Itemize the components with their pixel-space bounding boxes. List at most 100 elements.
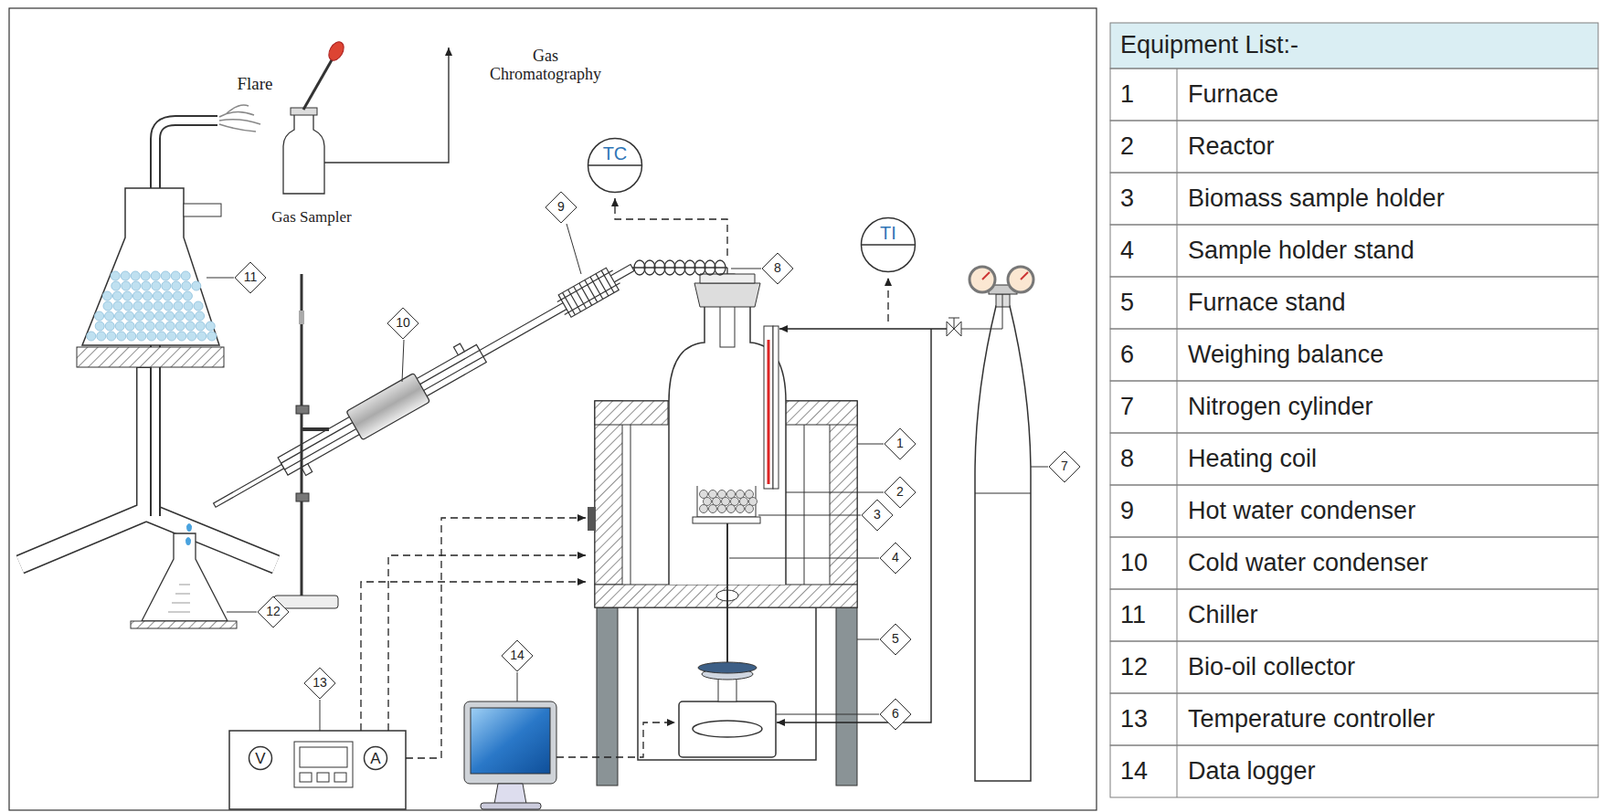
chiller-ice [172, 291, 182, 301]
biomass-pellet [736, 505, 745, 514]
table-row [1110, 433, 1599, 486]
chiller-ice [173, 301, 183, 311]
gas-chromatography-label: Gas Chromatography [486, 47, 605, 85]
temperature-indicator: TC [586, 137, 644, 194]
table-row [1110, 224, 1599, 277]
chiller-ice [143, 301, 153, 311]
coil-turn [674, 260, 686, 276]
chiller-ice [122, 291, 132, 301]
chiller-ice [133, 301, 143, 311]
coil-turn [684, 260, 696, 276]
table-number: 9 [1120, 497, 1134, 525]
table-item: Sample holder stand [1187, 237, 1415, 265]
instrument-bar [861, 243, 916, 245]
table-row [1110, 641, 1599, 694]
callout-number: 6 [891, 706, 900, 721]
table-item: Heating coil [1187, 445, 1317, 473]
table-number: 12 [1120, 654, 1148, 682]
chiller-ice [110, 271, 120, 281]
table-row [1110, 276, 1599, 329]
table-item: Biomass sample holder [1187, 184, 1445, 212]
chiller-ice [165, 311, 175, 321]
biomass-pellet [745, 505, 754, 514]
chiller-ice [205, 321, 215, 331]
table-item: Furnace [1187, 80, 1279, 108]
callout-diamonds [234, 191, 1081, 731]
gas-chromatography-label: Gas Chromatography [489, 46, 602, 84]
leader-lines [206, 223, 1049, 732]
callout-diamond [257, 596, 289, 628]
chiller-ice [111, 281, 121, 291]
chiller-ice [137, 331, 147, 341]
table-item: Sample holder stand [1187, 236, 1415, 265]
callout-diamond [387, 307, 419, 340]
callout-number: 3 [873, 508, 881, 522]
retort-stand [274, 274, 339, 609]
callout-diamond [884, 428, 916, 460]
biomass-pellet [727, 505, 736, 514]
table-row [1110, 693, 1599, 746]
chiller-ice [115, 311, 125, 321]
biomass-pellet [699, 505, 709, 514]
callout-number: 1 [896, 436, 904, 451]
table-row [1110, 745, 1599, 798]
chiller-ice [157, 331, 167, 341]
table-row [1110, 381, 1599, 434]
chiller-ice [115, 321, 125, 331]
chiller-ice [142, 291, 152, 301]
callout-number: 8 [773, 260, 782, 276]
chiller-ice [141, 281, 151, 291]
callout-diamond [234, 262, 266, 294]
chiller-ice [113, 301, 123, 311]
chiller-ice [125, 321, 135, 331]
table-number: 5 [1120, 289, 1134, 318]
table-item: Reactor [1187, 132, 1275, 160]
chiller-stand [20, 120, 276, 565]
signal-lines [360, 198, 889, 759]
table-number: 3 [1120, 185, 1134, 213]
table-item: Furnace stand [1187, 288, 1346, 317]
chiller-ice [180, 271, 191, 281]
table-item: Chiller [1187, 602, 1259, 630]
callout-diamond [545, 191, 577, 223]
chiller-ice [163, 301, 173, 311]
biomass-pellet [718, 505, 727, 514]
table-divider [1176, 68, 1178, 798]
data-logger-computer [464, 701, 557, 810]
table-number: 2 [1120, 133, 1134, 161]
table-item: Temperature controller [1187, 706, 1435, 734]
chiller-ice [187, 331, 197, 341]
table-number: 12 [1120, 653, 1148, 681]
table-number: 11 [1120, 602, 1146, 630]
table-item: Hot water condenser [1187, 497, 1416, 525]
callout-number: 13 [312, 676, 328, 690]
table-number: 10 [1120, 550, 1148, 578]
table-row [1110, 589, 1599, 642]
chiller-ice [152, 291, 162, 301]
chiller-ice [193, 301, 203, 311]
coil-turn [644, 260, 656, 276]
table-heading: Equipment List:- [1120, 31, 1299, 59]
callout-number: 9 [557, 199, 565, 214]
gas-line [776, 328, 947, 723]
table-number: 14 [1120, 758, 1148, 786]
chiller-ice [177, 331, 187, 341]
callout-diamond [501, 640, 533, 672]
chiller-ice [95, 311, 105, 321]
callout-diamond [861, 499, 893, 531]
node-text: A [370, 751, 381, 767]
chiller-ice [197, 331, 207, 341]
chiller-ice [135, 311, 145, 321]
gas-sampler-label: Gas Sampler [271, 209, 351, 227]
table-number: 6 [1120, 341, 1134, 370]
table-heading: Equipment List:- [1120, 31, 1299, 60]
chiller-ice [102, 291, 112, 301]
meter-symbol: A [362, 745, 389, 772]
chiller-ice [123, 301, 133, 311]
chiller-ice [170, 271, 181, 281]
nitrogen-cylinder [946, 266, 1034, 782]
callout-number: 6 [891, 707, 900, 721]
sample-holder [692, 486, 761, 664]
chiller-ice [155, 311, 165, 321]
